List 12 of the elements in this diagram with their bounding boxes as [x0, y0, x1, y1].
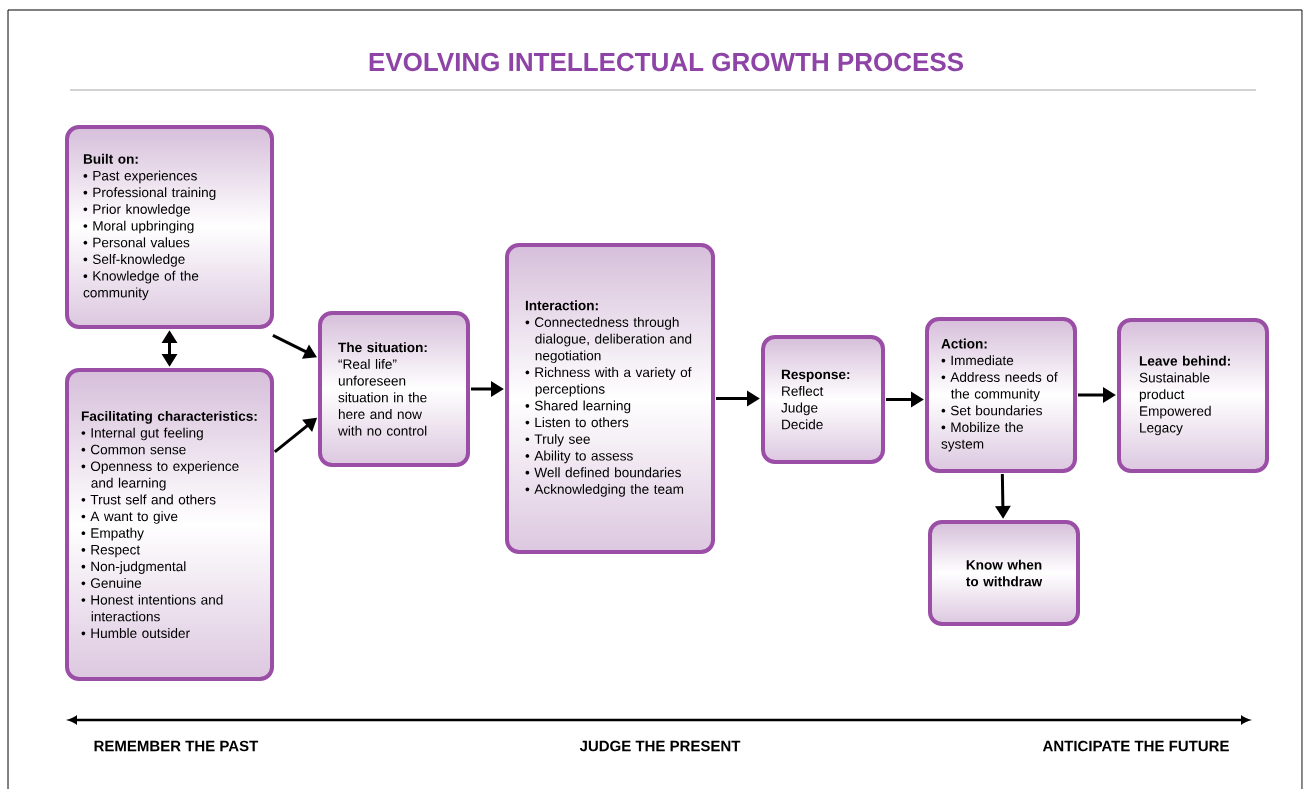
process-box: Built on: • Past experiences • Professional training • Prior knowledge • Moral upbringing • Personal values • Self-knowledge • Knowledge of the community: [65, 125, 274, 329]
timeline-label: ANTICIPATE THE FUTURE: [1042, 740, 1229, 752]
process-box: Response: Reflect Judge Decide: [761, 335, 885, 464]
process-box: Action: • Immediate • Address needs of the community • Set boundaries • Mobilize the system: [925, 317, 1077, 473]
title: EVOLVING INTELLECTUAL GROWTH PROCESS: [369, 52, 964, 72]
process-box: Interaction: • Connectedness through dialogue, deliberation and negotiation • Richness with a variety of perceptions • Shared learning • Listen to others • Truly see • Ability to assess • Well defined boundaries • Acknowledging the team: [505, 243, 715, 554]
timeline-label: JUDGE THE PRESENT: [579, 740, 741, 752]
process-box: Facilitating characteristics: • Internal gut feeling • Common sense • Openness to experience and learning • Trust self and others • A want to give • Empathy • Respect • Non-judgmental • Genuine • Honest intentions and interactions • Humble outsider: [65, 368, 274, 681]
process-box: Know when to withdraw: [928, 520, 1080, 626]
timeline-label: REMEMBER THE PAST: [94, 740, 259, 752]
process-box: Leave behind: Sustainable product Empowered Legacy: [1117, 318, 1269, 473]
process-box: The situation: “Real life” unforeseen situation in the here and now with no control: [318, 311, 470, 467]
